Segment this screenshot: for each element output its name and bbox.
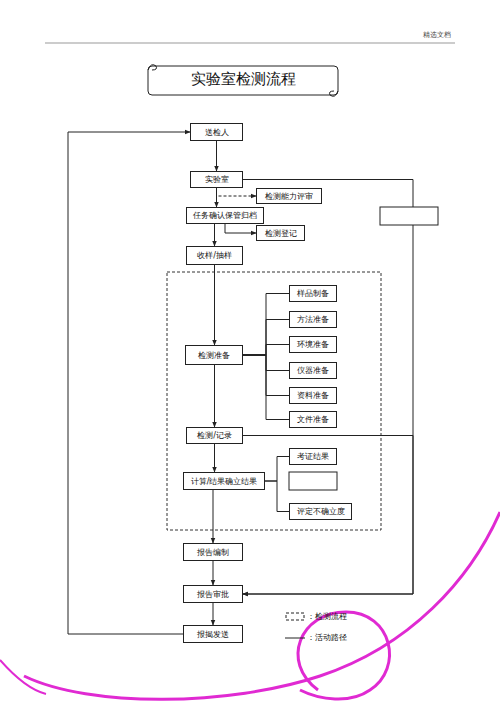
flow-connector	[214, 444, 215, 472]
flow-connector	[217, 188, 257, 196]
process-box: 收样/抽样	[186, 246, 243, 265]
box-text: 检测/记录	[197, 431, 232, 440]
flow-connector	[214, 265, 215, 345]
process-box: 环境准备	[289, 336, 337, 353]
process-box: 检测准备	[185, 345, 243, 365]
box-text: 报告编制	[197, 548, 229, 557]
process-box: 检测登记	[256, 225, 305, 241]
legend-swatch	[285, 633, 305, 643]
box-text: 仪器准备	[297, 366, 329, 375]
process-box: 送检人	[190, 123, 243, 141]
box-text: 收样/抽样	[197, 251, 232, 260]
scroll-curl	[148, 65, 338, 97]
flow-connector	[243, 180, 413, 595]
process-box: 实验室	[190, 171, 243, 188]
header-rule	[45, 43, 455, 44]
flow-connector	[214, 224, 215, 246]
box-text: 方法准备	[297, 315, 329, 324]
flow-connector	[243, 355, 289, 420]
box-text: 环境准备	[297, 340, 329, 349]
flow-connector	[225, 224, 256, 233]
dashed-sample	[286, 613, 304, 620]
process-box: 样品制备	[289, 285, 337, 302]
box-text: 样品制备	[297, 289, 329, 298]
flow-connector	[216, 188, 217, 207]
legend-swatch	[285, 612, 305, 622]
title-text: 实验室检测流程	[148, 64, 338, 95]
flow-connector	[216, 141, 217, 171]
blank-box	[289, 472, 337, 490]
process-box: 报告编制	[183, 543, 243, 561]
process-box: 报揭发送	[183, 625, 243, 643]
process-box: 计算/结果确立结果	[183, 472, 265, 490]
decorative-swoosh	[24, 512, 500, 699]
process-box: 仪器准备	[289, 362, 337, 379]
flow-connector	[213, 561, 214, 585]
decorative-loop	[298, 612, 389, 699]
process-box: 方法准备	[289, 311, 337, 328]
flow-connector	[265, 481, 289, 512]
flow-connector	[243, 320, 289, 356]
legend-text: ：检测流程	[307, 611, 347, 622]
box-text: 文件准备	[297, 415, 329, 424]
legend-entry: ：活动路径	[285, 632, 347, 643]
flow-connector	[265, 457, 289, 482]
flow-connector	[68, 132, 190, 634]
box-text: 检测登记	[265, 229, 297, 238]
box-text: 实验室	[205, 175, 229, 184]
process-box: 评定不确立度	[289, 503, 352, 520]
legend-entry: ：检测流程	[285, 611, 347, 622]
decorative-swoosh	[0, 660, 46, 694]
process-box: 检测能力评审	[256, 188, 322, 204]
blank-box	[380, 207, 438, 225]
box-text: 评定不确立度	[297, 507, 345, 516]
process-box: 检测/记录	[186, 427, 243, 444]
box-text: 检测能力评审	[265, 192, 313, 201]
flow-connector	[213, 603, 214, 625]
process-box: 资料准备	[289, 387, 337, 404]
connector-group	[68, 132, 413, 634]
line-sample	[285, 637, 305, 638]
process-box: 文件准备	[289, 411, 337, 428]
flow-connector	[214, 365, 215, 427]
box-text: 检测准备	[198, 351, 230, 360]
box-text: 任务确认保管归档	[193, 211, 257, 220]
box-text: 报告审批	[197, 590, 229, 599]
box-text: 报揭发送	[197, 630, 229, 639]
legend-text: ：活动路径	[307, 632, 347, 643]
box-text: 送检人	[205, 128, 229, 137]
process-box: 任务确认保管归档	[186, 207, 264, 224]
process-box: 考证结果	[289, 448, 337, 465]
process-box: 报告审批	[183, 585, 243, 603]
process-region	[167, 272, 381, 530]
flow-connector	[243, 436, 413, 595]
flow-connector	[243, 345, 289, 356]
flow-connector	[243, 294, 289, 356]
box-text: 资料准备	[297, 391, 329, 400]
box-text: 考证结果	[297, 452, 329, 461]
header-label: 精选文档	[423, 30, 451, 40]
box-text: 计算/结果确立结果	[191, 477, 258, 486]
flow-connector	[213, 490, 214, 543]
